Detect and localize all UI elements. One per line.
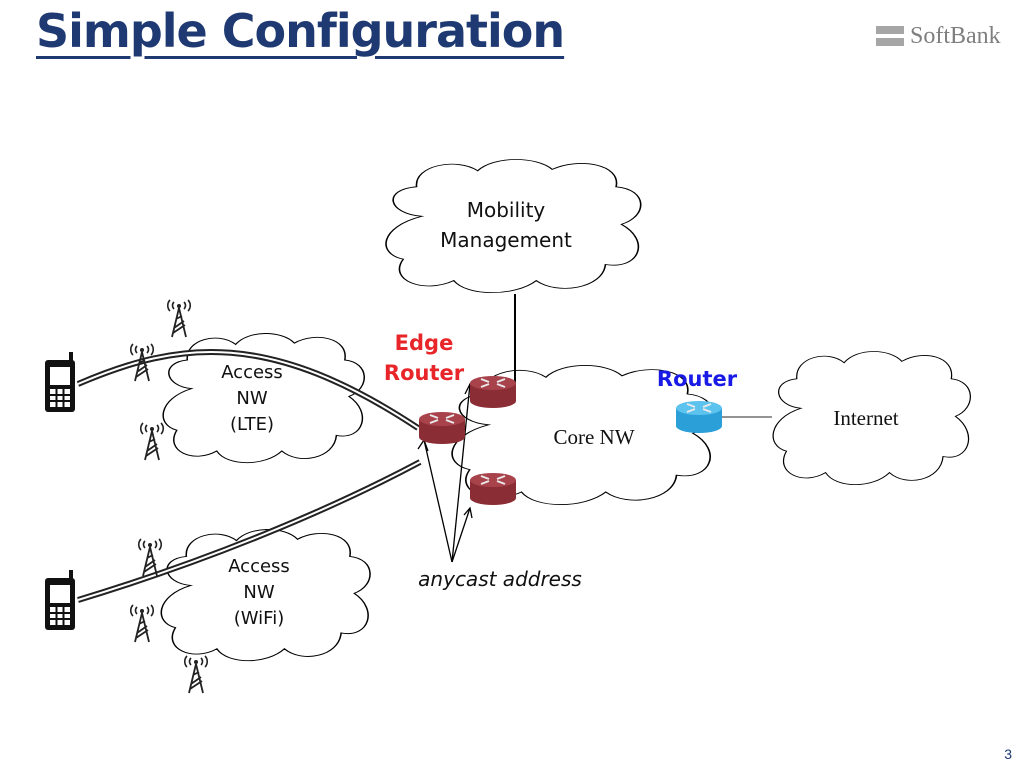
antenna-tower-icon [166, 299, 192, 338]
core-nw-label: Core NW [553, 425, 634, 449]
antenna-tower-icon [139, 422, 165, 461]
router-icon [418, 411, 466, 445]
router-label: Router [657, 367, 738, 391]
access-lte-label-line2: NW [236, 388, 267, 409]
access-wifi-label-line3: (WiFi) [234, 608, 285, 629]
antenna-tower-icon [137, 538, 163, 577]
edge-router-label-line1: Edge [395, 331, 454, 355]
internet-label: Internet [833, 406, 898, 430]
edge-router-label-line2: Router [384, 361, 465, 385]
mobility-label-line2: Management [440, 228, 572, 252]
access-lte-label-line1: Access [221, 362, 283, 383]
antenna-tower-icon [183, 655, 209, 694]
mobile-phone-icon [44, 351, 76, 413]
antenna-tower-icon [129, 604, 155, 643]
anycast-address-label: anycast address [418, 567, 582, 591]
access-lte-label-line3: (LTE) [230, 414, 274, 435]
mobile-phone-icon [44, 569, 76, 631]
access-wifi-label-line1: Access [228, 556, 290, 577]
router-icon [469, 472, 517, 506]
router-icon [675, 400, 723, 434]
router-icon [469, 375, 517, 409]
mobility-cloud [386, 159, 641, 292]
anycast-arrows [417, 382, 475, 563]
softbank-logo: SoftBank [876, 22, 1001, 50]
mobility-label-line1: Mobility [467, 198, 546, 222]
logo-bars-icon [876, 26, 904, 46]
access-wifi-label-line2: NW [243, 582, 274, 603]
slide-title: Simple Configuration [36, 4, 565, 58]
page-number: 3 [1004, 746, 1012, 762]
logo-text: SoftBank [910, 22, 1001, 49]
